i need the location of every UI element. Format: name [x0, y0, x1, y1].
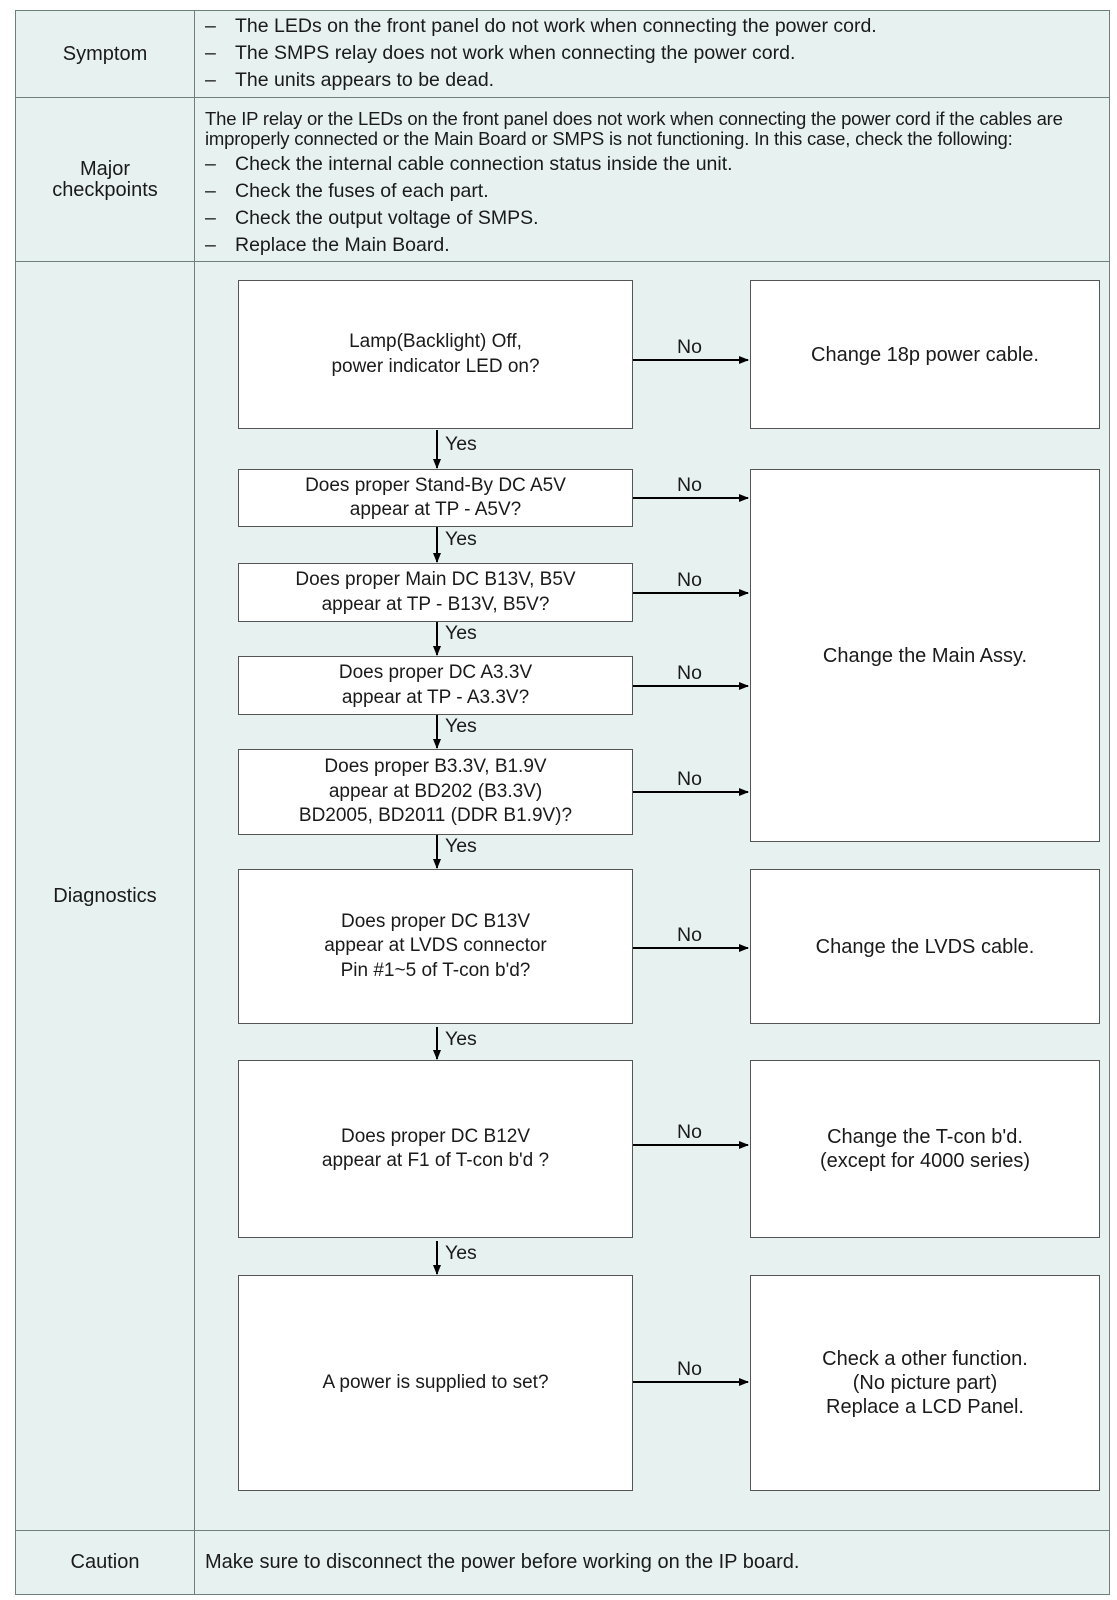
question-box: Does proper DC B13V appear at LVDS conne… [238, 869, 633, 1024]
question-box: Does proper Main DC B13V, B5V appear at … [238, 563, 633, 622]
no-label: No [677, 1358, 702, 1380]
diagnostics-label-cell: Diagnostics [15, 261, 195, 1531]
action-box: Change the Main Assy. [750, 469, 1100, 842]
yes-label: Yes [445, 622, 477, 644]
checkpoints-content-cell: The IP relay or the LEDs on the front pa… [194, 97, 1110, 262]
action-box: Change the LVDS cable. [750, 869, 1100, 1024]
checkpoints-label: Major checkpoints [52, 157, 158, 201]
checkpoints-intro-line-2: improperly connected or the Main Board o… [205, 128, 1013, 149]
action-box: Check a other function. (No picture part… [750, 1275, 1100, 1491]
no-label: No [677, 1121, 702, 1143]
no-label: No [677, 768, 702, 790]
question-box: Does proper DC A3.3V appear at TP - A3.3… [238, 656, 633, 715]
question-box: Does proper B3.3V, B1.9V appear at BD202… [238, 749, 633, 835]
caution-text: Make sure to disconnect the power before… [205, 1551, 800, 1573]
action-box: Change the T-con b'd. (except for 4000 s… [750, 1060, 1100, 1238]
yes-label: Yes [445, 1242, 477, 1264]
yes-label: Yes [445, 1028, 477, 1050]
symptom-label-cell: Symptom [15, 10, 195, 98]
diagnostics-label: Diagnostics [53, 884, 157, 907]
no-label: No [677, 474, 702, 496]
yes-label: Yes [445, 835, 477, 857]
checkpoints-label-cell: Major checkpoints [15, 97, 195, 262]
caution-label-cell: Caution [15, 1530, 195, 1595]
no-label: No [677, 569, 702, 591]
question-box: Does proper Stand-By DC A5V appear at TP… [238, 469, 633, 527]
no-label: No [677, 924, 702, 946]
question-box: Lamp(Backlight) Off, power indicator LED… [238, 280, 633, 429]
yes-label: Yes [445, 528, 477, 550]
no-label: No [677, 662, 702, 684]
caution-content-cell: Make sure to disconnect the power before… [194, 1530, 1110, 1595]
symptom-label: Symptom [62, 42, 148, 65]
question-box: A power is supplied to set? [238, 1275, 633, 1491]
caution-label: Caution [70, 1551, 140, 1573]
checkpoints-intro-line-1: The IP relay or the LEDs on the front pa… [205, 108, 1063, 129]
symptom-content-cell: –The LEDs on the front panel do not work… [194, 10, 1110, 98]
no-label: No [677, 336, 702, 358]
action-box: Change 18p power cable. [750, 280, 1100, 429]
question-box: Does proper DC B12V appear at F1 of T-co… [238, 1060, 633, 1238]
yes-label: Yes [445, 715, 477, 737]
yes-label: Yes [445, 433, 477, 455]
